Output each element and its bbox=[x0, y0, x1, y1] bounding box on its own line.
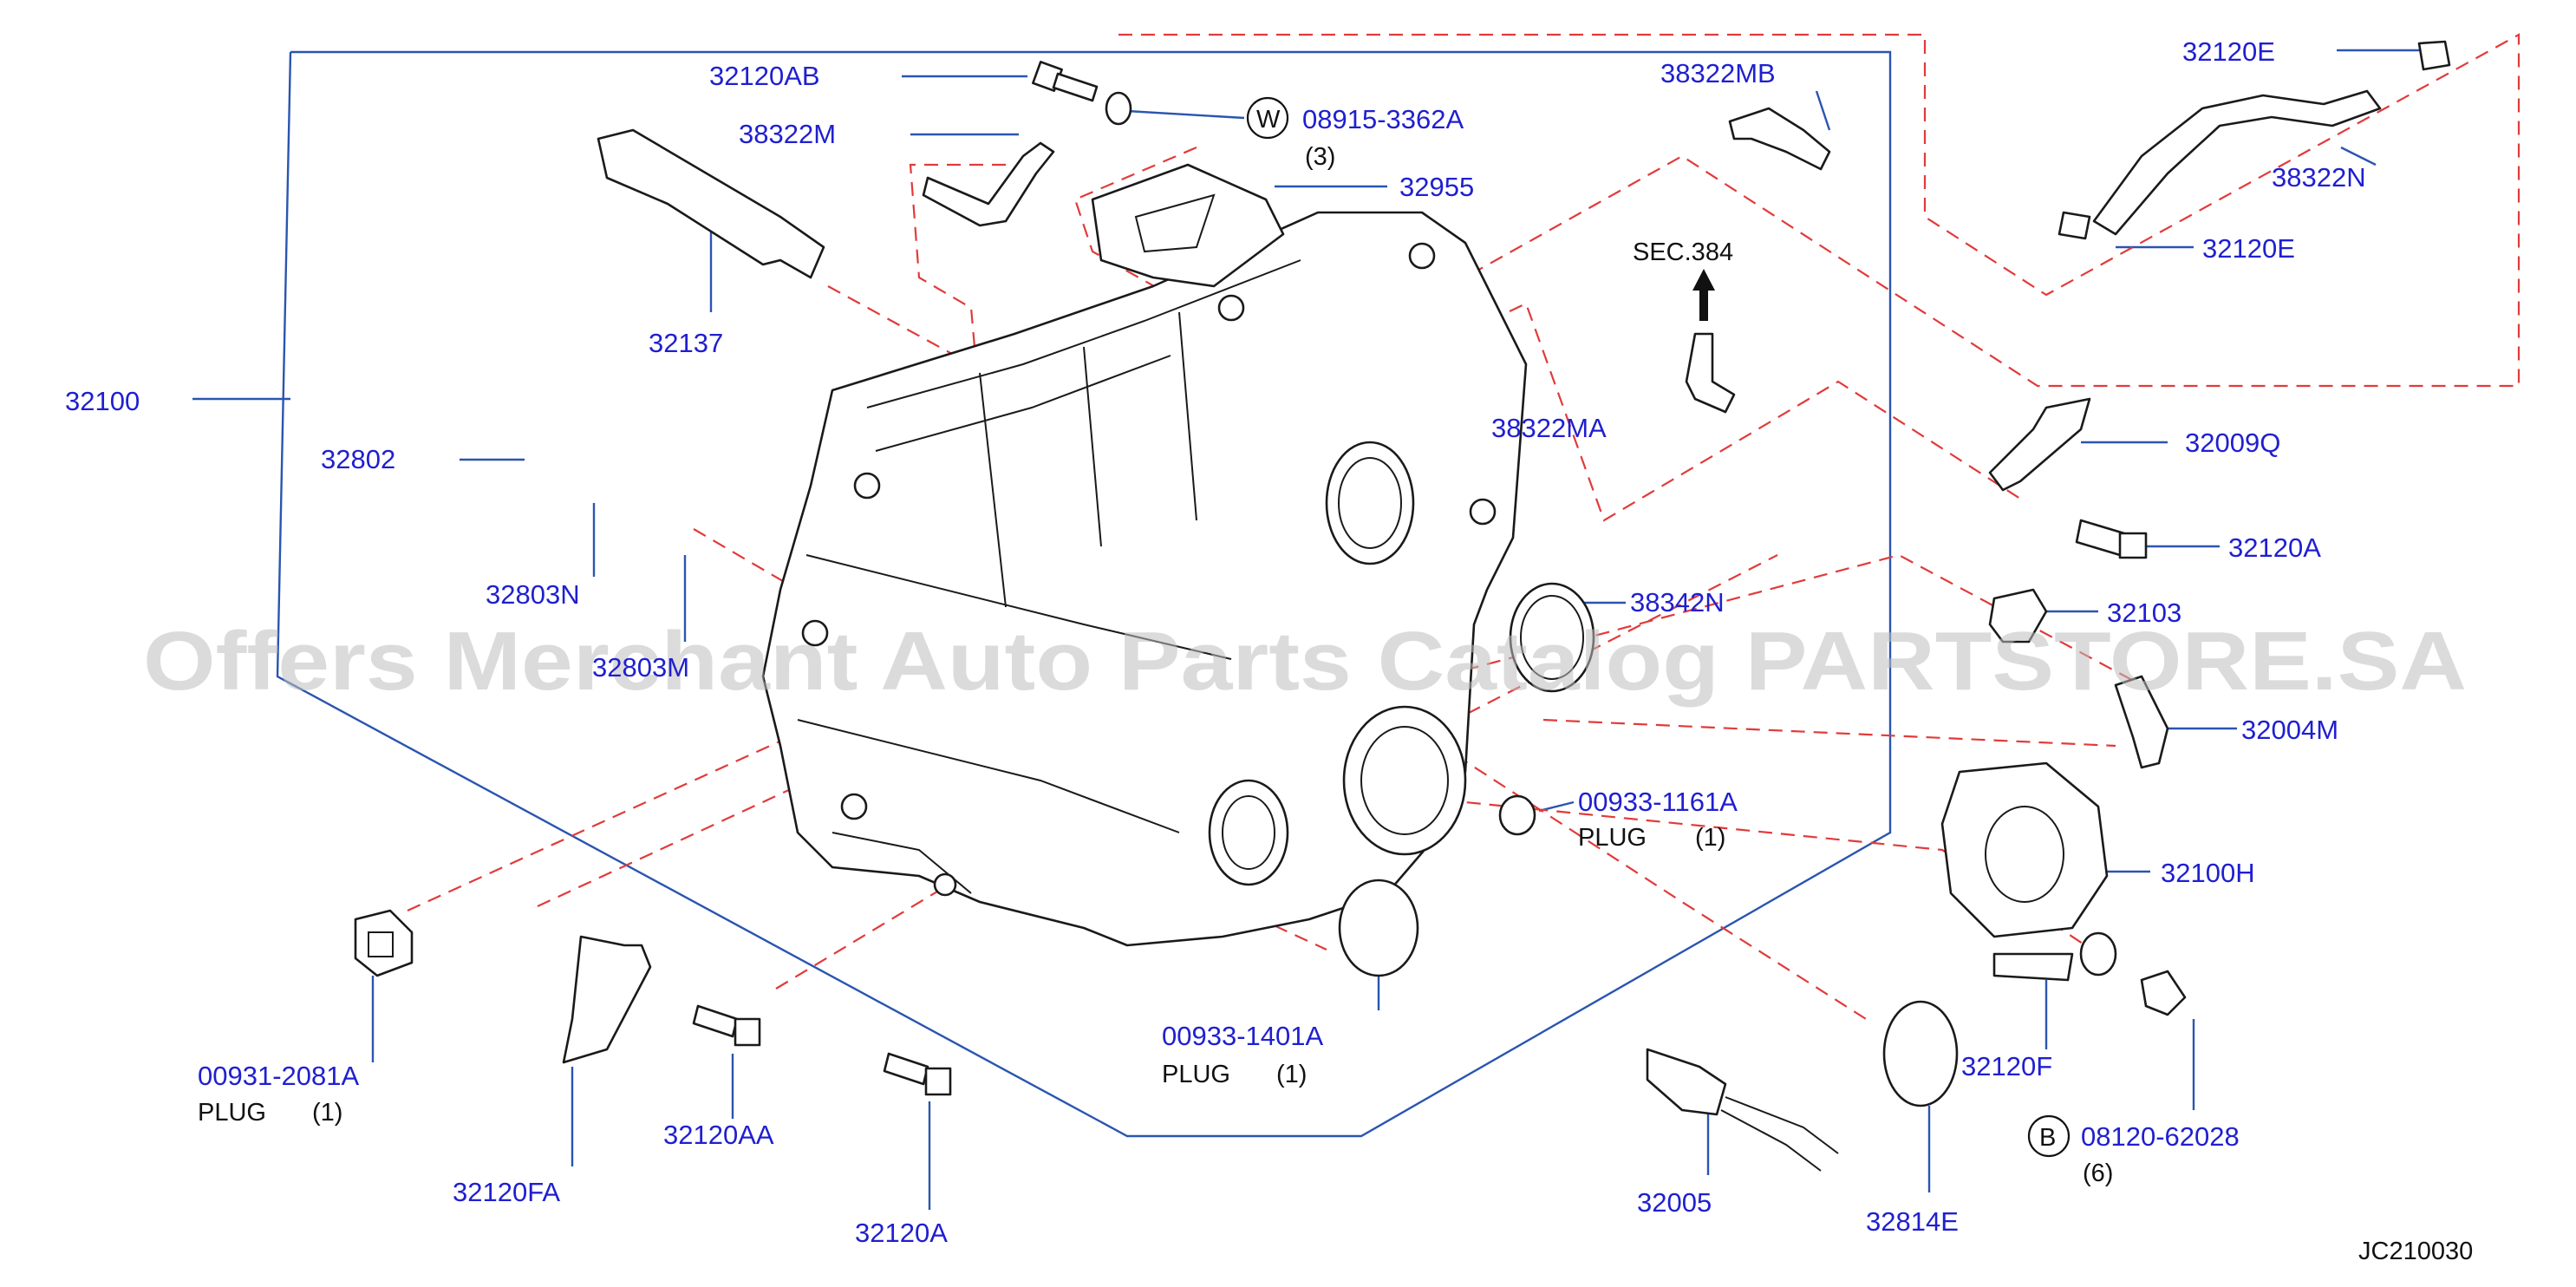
quantity-00931-2081A: (1) bbox=[312, 1099, 342, 1127]
parts-small bbox=[354, 40, 2451, 1172]
b-symbol-circle bbox=[2027, 1114, 2071, 1158]
guide-32955 bbox=[1073, 146, 1232, 330]
part-label-38342N: 38342N bbox=[1630, 587, 1725, 617]
leader-08915 bbox=[1126, 109, 1245, 120]
leader-38322MB bbox=[1815, 90, 1831, 131]
callouts: 32120AB 38322M W 08915-3362A (3) 38322MB… bbox=[65, 36, 2473, 1265]
description-00933-1161A: PLUG bbox=[1578, 824, 1647, 852]
part-label-32004M: 32004M bbox=[2241, 715, 2338, 745]
part-label-38322M: 38322M bbox=[739, 119, 836, 149]
diagram-code: JC210030 bbox=[2358, 1238, 2473, 1265]
guide-32137 bbox=[827, 285, 972, 365]
part-label-32100H: 32100H bbox=[2161, 858, 2255, 888]
w-symbol-circle bbox=[1246, 96, 1289, 140]
guide-32004M bbox=[1542, 718, 2116, 748]
part-label-32009Q: 32009Q bbox=[2185, 428, 2280, 458]
part-label-32120E-top: 32120E bbox=[2182, 36, 2275, 67]
part-label-32803M: 32803M bbox=[592, 652, 689, 683]
part-label-32802: 32802 bbox=[321, 444, 395, 474]
quantity-00933-1401A: (1) bbox=[1276, 1061, 1307, 1088]
w-symbol: W bbox=[1256, 106, 1281, 134]
part-label-32120A-bottom: 32120A bbox=[855, 1218, 948, 1248]
guide-32100H bbox=[1421, 796, 2099, 955]
part-label-32100: 32100 bbox=[65, 386, 140, 416]
part-label-32120AA: 32120AA bbox=[663, 1120, 774, 1150]
guide-38322M bbox=[909, 163, 1006, 504]
part-label-32120E-bot: 32120E bbox=[2202, 233, 2295, 264]
assembly-boundary bbox=[276, 50, 1892, 1138]
part-label-38322MA: 38322MA bbox=[1491, 413, 1607, 443]
part-label-38322MB: 38322MB bbox=[1660, 58, 1776, 88]
watermark: Offers Merchant Auto Parts Catalog PARTS… bbox=[143, 615, 2467, 708]
part-label-08915-3362A: 08915-3362A bbox=[1302, 104, 1464, 134]
part-label-32103: 32103 bbox=[2107, 598, 2181, 628]
part-label-32005: 32005 bbox=[1637, 1187, 1712, 1218]
part-label-32120AB: 32120AB bbox=[709, 61, 820, 91]
transmission-case bbox=[761, 163, 1528, 947]
part-label-32120A-right: 32120A bbox=[2228, 532, 2321, 563]
part-label-32120FA: 32120FA bbox=[453, 1177, 560, 1207]
part-label-38322N: 38322N bbox=[2272, 162, 2366, 193]
quantity-00933-1161A: (1) bbox=[1695, 824, 1725, 852]
leader-38322N bbox=[2340, 146, 2377, 167]
quantity-08915-3362A: (3) bbox=[1305, 143, 1335, 171]
description-00931-2081A: PLUG bbox=[198, 1099, 266, 1127]
quantity-08120-62028: (6) bbox=[2083, 1160, 2113, 1187]
part-label-32814E: 32814E bbox=[1866, 1206, 1959, 1237]
leader-lines bbox=[192, 49, 2419, 1210]
section-reference-384: SEC.384 bbox=[1633, 238, 1733, 266]
part-label-32803N: 32803N bbox=[486, 579, 580, 610]
guide-top-box bbox=[1118, 33, 2521, 388]
part-label-32955: 32955 bbox=[1399, 172, 1474, 202]
part-label-08120-62028: 08120-62028 bbox=[2081, 1121, 2240, 1152]
b-symbol: B bbox=[2039, 1124, 2056, 1152]
part-label-32137: 32137 bbox=[649, 328, 723, 358]
arrow-up-icon bbox=[1692, 269, 1715, 321]
part-label-00933-1401A: 00933-1401A bbox=[1162, 1021, 1323, 1051]
part-label-32120F: 32120F bbox=[1961, 1051, 2052, 1081]
part-label-00933-1161A: 00933-1161A bbox=[1578, 787, 1738, 817]
part-label-00931-2081A: 00931-2081A bbox=[198, 1061, 359, 1091]
description-00933-1401A: PLUG bbox=[1162, 1061, 1230, 1088]
